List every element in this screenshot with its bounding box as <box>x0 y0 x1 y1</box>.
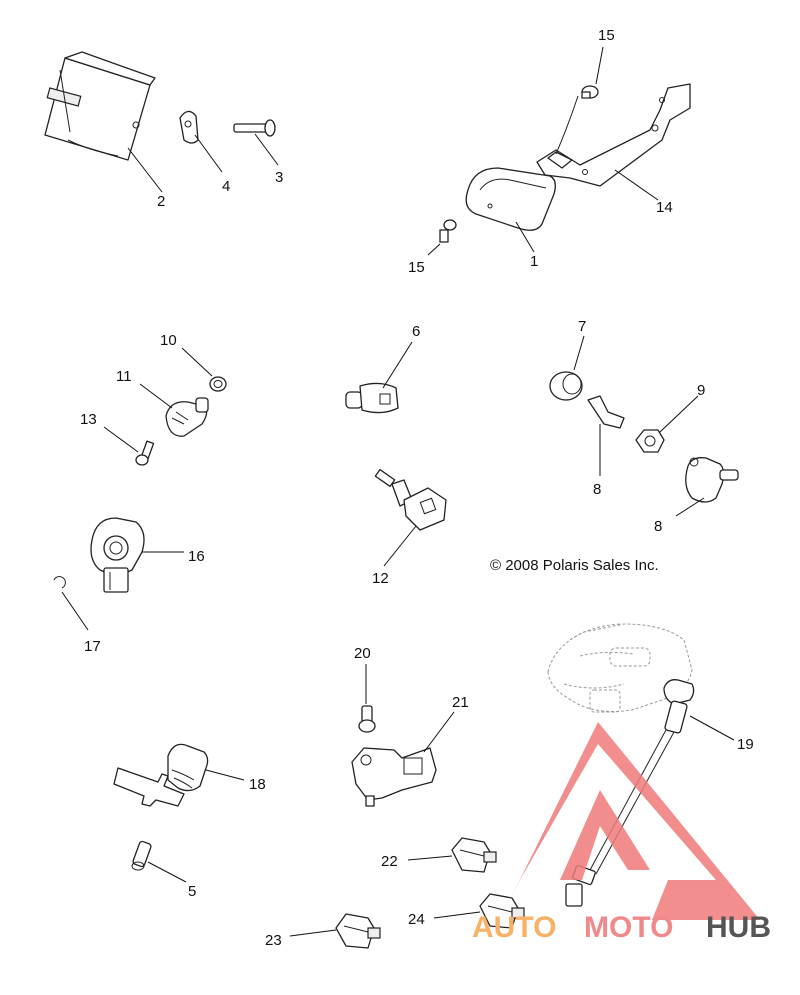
callout-23: 23 <box>265 932 282 949</box>
callout-7: 7 <box>578 318 586 335</box>
part-switch-8 <box>685 457 739 503</box>
watermark-text: AUTO MOTO HUB <box>472 911 771 944</box>
leader-19 <box>689 715 735 741</box>
leader-1 <box>515 221 535 253</box>
part-washer <box>209 376 227 392</box>
part-cover <box>465 167 556 231</box>
watermark-triangle-inner <box>560 790 650 880</box>
part-bolt-5 <box>131 840 152 871</box>
part-pin-15-top <box>581 85 599 99</box>
part-bolt-13 <box>135 440 155 466</box>
leader-21 <box>423 711 455 753</box>
callout-1: 1 <box>530 253 538 270</box>
part-sensor-11 <box>165 397 209 437</box>
callout-17: 17 <box>84 638 101 655</box>
leader-3 <box>254 133 279 166</box>
callout-24: 24 <box>408 911 425 928</box>
part-relay-24 <box>479 893 525 929</box>
part-map-sensor <box>351 747 437 807</box>
leader-13 <box>103 426 139 453</box>
leader-10 <box>181 347 213 377</box>
callout-8-upper: 8 <box>593 481 601 498</box>
watermark-logo <box>500 722 760 920</box>
part-speed-sensor <box>113 743 209 807</box>
watermark-text-moto: MOTO <box>584 911 673 944</box>
callout-19: 19 <box>737 736 754 753</box>
callout-12: 12 <box>372 570 389 587</box>
leader-7 <box>573 335 585 371</box>
part-temp-sensor <box>374 468 447 531</box>
callout-11: 11 <box>116 368 132 385</box>
copyright-notice: © 2008 Polaris Sales Inc. <box>490 557 659 574</box>
callout-9: 9 <box>697 382 705 399</box>
leader-17 <box>61 591 89 631</box>
part-relay-22 <box>451 837 497 873</box>
watermark-triangle-outer <box>500 722 760 920</box>
leader-14 <box>614 169 659 201</box>
callout-14: 14 <box>656 199 673 216</box>
part-bolt-20 <box>358 705 376 733</box>
callout-3: 3 <box>275 169 283 186</box>
part-bracket <box>536 83 691 187</box>
callout-18: 18 <box>249 776 266 793</box>
part-e-clip <box>53 576 66 589</box>
leader-12 <box>383 525 417 567</box>
callout-8-lower: 8 <box>654 518 662 535</box>
part-tab-8 <box>587 395 625 429</box>
part-caliper-sensor <box>547 623 695 907</box>
callout-16: 16 <box>188 548 205 565</box>
part-knock-sensor <box>90 517 145 593</box>
callout-20: 20 <box>354 645 371 662</box>
callout-22: 22 <box>381 853 398 870</box>
part-plug <box>345 382 399 414</box>
watermark-text-hub: HUB <box>706 911 771 944</box>
leader-15-top <box>595 46 604 85</box>
leader-11 <box>139 383 173 409</box>
part-relay-23 <box>335 913 381 949</box>
callout-10: 10 <box>160 332 177 349</box>
callout-5: 5 <box>188 883 196 900</box>
part-ecu-module <box>44 51 156 161</box>
part-nut <box>635 429 665 453</box>
watermark-text-auto: AUTO <box>472 911 556 944</box>
leader-9 <box>659 395 699 433</box>
part-bolt-3 <box>233 119 276 137</box>
leader-6 <box>382 341 413 389</box>
leader-2 <box>127 147 163 193</box>
callout-21: 21 <box>452 694 469 711</box>
part-clip <box>179 110 199 144</box>
callout-2: 2 <box>157 193 165 210</box>
leader-22 <box>407 855 453 861</box>
callout-15-lower: 15 <box>408 259 425 276</box>
leader-23 <box>289 929 337 937</box>
leader-15-lower <box>427 243 441 256</box>
callout-6: 6 <box>412 323 420 340</box>
leader-4 <box>194 134 223 173</box>
part-cap <box>549 371 583 401</box>
part-screw-15-lower <box>439 219 457 243</box>
leader-24 <box>433 911 481 919</box>
leader-8-lower <box>675 497 705 517</box>
leader-18 <box>205 769 245 781</box>
callout-13: 13 <box>80 411 97 428</box>
callout-15-top: 15 <box>598 27 615 44</box>
callout-4: 4 <box>222 178 230 195</box>
leader-5 <box>147 861 187 883</box>
